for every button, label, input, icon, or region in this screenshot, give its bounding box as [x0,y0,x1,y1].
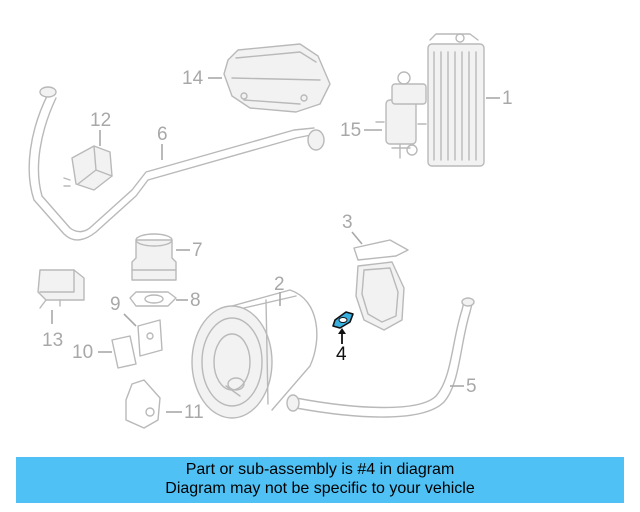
part-5-hose [286,297,475,418]
part-12-solenoid [63,145,113,191]
banner-line-2: Diagram may not be specific to your vehi… [165,480,475,497]
part-2-air-pump [191,289,318,419]
callout-6: 6 [157,124,168,145]
callout-13: 13 [42,330,63,351]
part-13-sensor [37,269,85,309]
part-1-heater-core [427,33,485,167]
arrowhead-icon [338,328,346,334]
callout-1: 1 [502,88,513,109]
callout-5: 5 [466,376,477,397]
parts-diagram: 1 14 15 6 12 7 [28,33,513,429]
part-14-housing [223,43,331,113]
callout-12: 12 [90,110,111,131]
part-3-valve [353,239,409,331]
part-8-gasket [129,291,177,307]
part-6-tube [28,86,325,241]
part-7-fitting [131,233,177,281]
callout-3: 3 [342,212,353,233]
part-15-valve [375,71,427,159]
callout-11: 11 [184,402,204,423]
banner-line-1: Part or sub-assembly is #4 in diagram [185,461,455,478]
callout-7: 7 [192,240,203,261]
info-banner: Part or sub-assembly is #4 in diagram Di… [16,457,624,503]
part-10-plate [111,335,137,369]
callout-10: 10 [72,342,93,363]
callout-4: 4 [336,344,347,365]
part-11-bracket [125,379,161,429]
callout-2: 2 [274,274,285,295]
callout-15: 15 [340,120,361,141]
part-4-gasket [332,311,354,329]
callout-8: 8 [190,290,201,311]
callout-14: 14 [182,68,204,89]
callout-9: 9 [110,294,121,315]
part-9-bracket [137,319,163,357]
